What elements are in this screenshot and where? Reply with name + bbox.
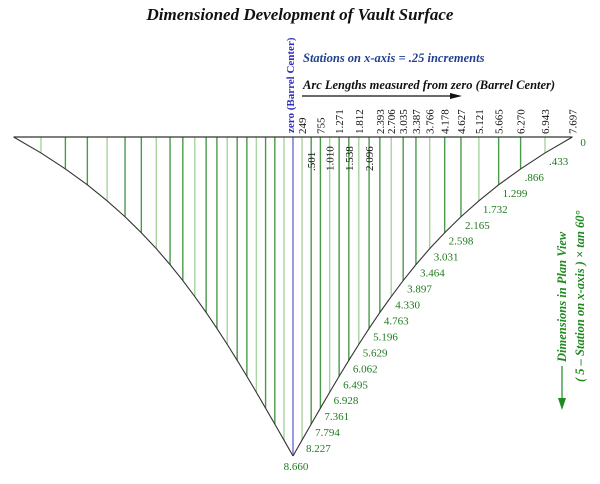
down-arrow-icon <box>558 398 566 410</box>
arc-lengths-note: Arc Lengths measured from zero (Barrel C… <box>302 78 555 92</box>
arc-length-label-below: .501 <box>306 152 318 171</box>
arc-length-label-below: 2.096 <box>364 146 376 171</box>
arc-length-label: 755 <box>315 117 327 134</box>
arc-length-label: 1.271 <box>334 109 346 134</box>
arc-length-label: 2.393 <box>375 109 387 134</box>
plan-dimension-label: 1.299 <box>503 188 528 200</box>
plan-view-side-note: Dimensions in Plan View ( 5 – Station on… <box>555 210 587 410</box>
plan-dimension-label: 6.495 <box>343 379 368 391</box>
arc-length-label: 6.943 <box>540 109 552 134</box>
side-note-line2: ( 5 – Station on x-axis ) × tan 60° <box>573 210 587 382</box>
arc-length-label: 4.627 <box>456 109 468 134</box>
plan-dimension-label: 3.464 <box>420 268 445 280</box>
plan-dimension-label: 3.897 <box>407 284 432 296</box>
plan-dimension-label: 5.629 <box>363 347 388 359</box>
arc-length-label: 3.387 <box>411 109 423 134</box>
arc-length-label: 2.706 <box>386 109 398 134</box>
plan-dimension-label: .433 <box>549 156 569 168</box>
plan-dimension-label: 4.763 <box>384 315 409 327</box>
plan-dimension-label: 5.196 <box>373 331 398 343</box>
plan-dimension-label: 6.928 <box>334 395 359 407</box>
plan-dimension-labels: 8.660 8.227 7.794 7.361 6.928 6.495 6.062 5.629… <box>284 137 587 473</box>
diagram-title: Dimensioned Development of Vault Surface <box>146 5 454 24</box>
plan-dimension-label: 8.227 <box>306 443 331 455</box>
plan-dimension-label: 6.062 <box>353 363 378 375</box>
curve-right <box>292 136 573 457</box>
arc-length-label: 5.121 <box>474 109 486 134</box>
plan-dimension-label: 8.660 <box>284 461 309 473</box>
plan-dimension-label: 7.794 <box>315 427 340 439</box>
plan-dimension-label: 2.165 <box>465 220 490 232</box>
curve-left <box>13 136 294 457</box>
plan-dimension-label: .866 <box>525 172 545 184</box>
plan-dimension-label: 1.732 <box>483 204 508 216</box>
arc-length-label: 6.270 <box>516 109 528 134</box>
plan-dimension-label: 2.598 <box>449 236 474 248</box>
side-note-line1: Dimensions in Plan View <box>555 231 569 363</box>
arc-length-labels-below: .501 1.010 1.538 2.096 <box>306 146 376 171</box>
arc-length-label: 5.665 <box>494 109 506 134</box>
plan-dimension-label: 0 <box>580 137 586 149</box>
arc-length-label: 1.812 <box>354 109 366 134</box>
arc-length-label: 3.766 <box>425 109 437 134</box>
vertical-station-lines <box>40 137 546 457</box>
zero-barrel-center-label: zero (Barrel Center) <box>285 37 297 133</box>
arc-length-label: 7.697 <box>567 109 579 134</box>
arc-length-label-below: 1.010 <box>325 146 337 171</box>
arc-length-label: 249 <box>297 117 309 134</box>
plan-dimension-label: 3.031 <box>434 252 459 264</box>
vault-curve <box>13 136 573 457</box>
arc-length-label: 4.178 <box>440 109 452 134</box>
arc-length-label: 3.035 <box>398 109 410 134</box>
plan-dimension-label: 7.361 <box>324 411 349 423</box>
stations-note: Stations on x-axis = .25 increments <box>303 51 485 65</box>
arc-length-label-below: 1.538 <box>344 146 356 171</box>
arc-direction-arrow <box>302 93 462 99</box>
plan-dimension-label: 4.330 <box>395 300 420 312</box>
